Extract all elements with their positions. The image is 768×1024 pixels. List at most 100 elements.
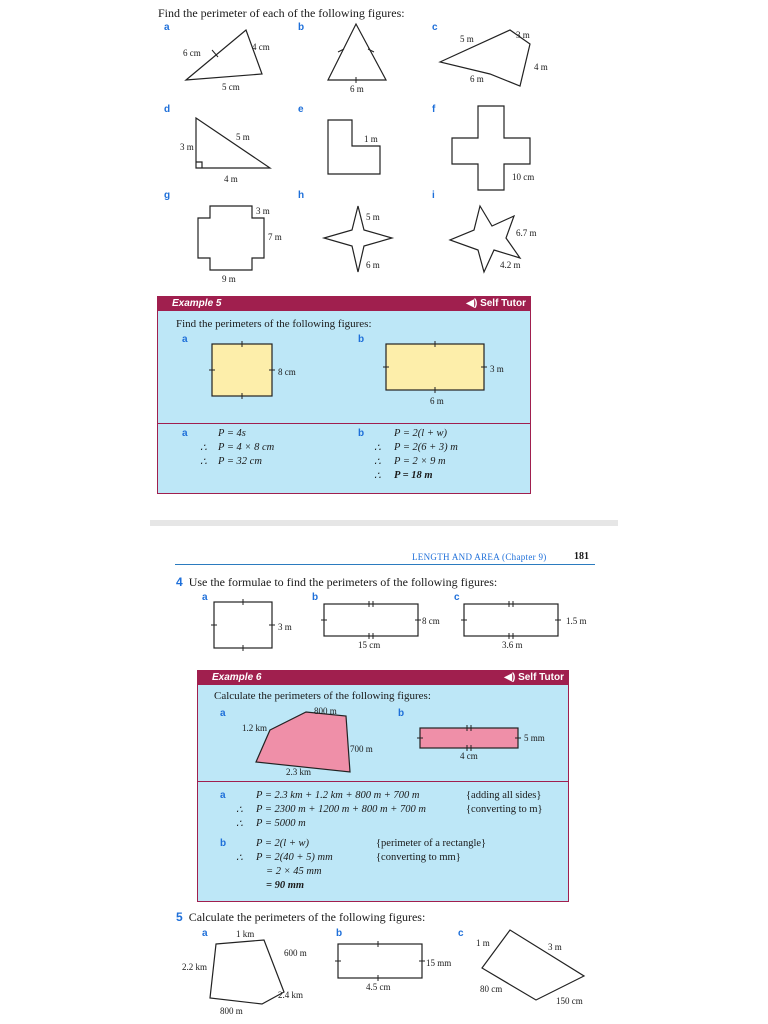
- therefore-symbol: ∴: [236, 853, 243, 864]
- ex5-fig-b-base: 6 m: [430, 396, 444, 406]
- q5-a-base: 800 m: [220, 1006, 243, 1016]
- q5-label-c: c: [458, 928, 464, 939]
- fig-g-side: 7 m: [268, 232, 282, 242]
- ex5-fig-a-side: 8 cm: [278, 367, 296, 377]
- page-separator: [150, 520, 618, 526]
- ex5-sol-b-2: P = 2(6 + 3) m: [394, 442, 458, 453]
- ex6-sol-a-1: P = 2.3 km + 1.2 km + 800 m + 700 m: [256, 790, 420, 801]
- ex6-b-side: 5 mm: [524, 733, 545, 743]
- q5-a-br: 2.4 km: [278, 990, 304, 1000]
- example-6-divider: [198, 781, 568, 782]
- ex6-sol-label-a: a: [220, 790, 226, 801]
- fig-f-side: 10 cm: [512, 172, 535, 182]
- ex5-label-b: b: [358, 334, 365, 345]
- fig-d-base: 4 m: [224, 174, 238, 184]
- q4-a-side: 3 m: [278, 622, 292, 632]
- ex5-sol-label-a: a: [182, 428, 188, 439]
- q5-number: 5: [176, 910, 183, 924]
- q5-c-bl: 80 cm: [480, 984, 503, 994]
- fig-h-bottom: 6 m: [366, 260, 380, 270]
- q5-a-right: 600 m: [284, 948, 307, 958]
- q5-b-base: 4.5 cm: [366, 982, 391, 992]
- example-5-prompt: Find the perimeters of the following fig…: [176, 318, 372, 330]
- ex6-sol-a-note-1: {adding all sides}: [466, 790, 542, 801]
- q4-b-base: 15 cm: [358, 640, 381, 650]
- ex6-a-right: 700 m: [350, 744, 373, 754]
- fig-e-side: 1 m: [364, 134, 378, 144]
- q5-c-br: 150 cm: [556, 996, 583, 1006]
- therefore-symbol: ∴: [236, 805, 243, 816]
- q4-label-c: c: [454, 592, 460, 603]
- ex6-sol-b-1: P = 2(l + w): [256, 838, 310, 849]
- q4-text-row: 4 Use the formulae to find the perimeter…: [176, 575, 497, 590]
- example-6-box: Example 6 ◀) Self Tutor: [197, 670, 569, 902]
- q4-c-side: 1.5 m: [566, 616, 587, 626]
- q5-label-a: a: [202, 928, 208, 939]
- question-text: Find the perimeter of each of the follow…: [158, 6, 405, 20]
- label-a: a: [164, 22, 170, 33]
- therefore-symbol: ∴: [374, 443, 381, 454]
- ex5-sol-b-4: P = 18 m: [394, 470, 433, 481]
- ex6-label-a: a: [220, 708, 226, 719]
- ex6-sol-b-3: = 2 × 45 mm: [266, 866, 322, 877]
- therefore-symbol: ∴: [374, 457, 381, 468]
- ex6-sol-b-4: = 90 mm: [266, 880, 305, 891]
- fig-d-left: 3 m: [180, 142, 194, 152]
- ex5-fig-b-side: 3 m: [490, 364, 504, 374]
- fig-h-top: 5 m: [366, 212, 380, 222]
- q4-c-base: 3.6 m: [502, 640, 523, 650]
- ex6-sol-b-2: P = 2(40 + 5) mm: [256, 852, 333, 863]
- ex6-a-base: 2.3 km: [286, 767, 312, 777]
- q5-c-tr: 3 m: [548, 942, 562, 952]
- q5-b-side: 15 mm: [426, 958, 452, 968]
- self-tutor-button[interactable]: ◀) Self Tutor: [504, 672, 564, 683]
- q4-b-side: 8 cm: [422, 616, 440, 626]
- page-number: 181: [574, 551, 589, 562]
- fig-b-base: 6 m: [350, 84, 364, 94]
- label-g: g: [164, 190, 171, 201]
- example-5-title: Example 5: [172, 298, 222, 309]
- ex5-sol-label-b: b: [358, 428, 365, 439]
- example-6-prompt: Calculate the perimeters of the followin…: [214, 690, 431, 702]
- ex6-sol-a-3: P = 5000 m: [256, 818, 306, 829]
- example-6-header: Example 6 ◀) Self Tutor: [198, 671, 568, 685]
- fig-c-corner: 3 m: [516, 30, 530, 40]
- label-b: b: [298, 22, 305, 33]
- ex6-sol-a-note-2: {converting to m}: [466, 804, 543, 815]
- ex6-sol-b-note-2: {converting to mm}: [376, 852, 461, 863]
- label-i: i: [432, 190, 435, 201]
- fig-a-base: 5 cm: [222, 82, 240, 92]
- fig-g-base: 9 m: [222, 274, 236, 284]
- fig-i-bottom: 4.2 m: [500, 260, 521, 270]
- fig-a-side1: 6 cm: [183, 48, 201, 58]
- ex5-sol-a-1: P = 4s: [218, 428, 246, 439]
- self-tutor-label: Self Tutor: [480, 298, 526, 309]
- label-f: f: [432, 104, 436, 115]
- ex6-label-b: b: [398, 708, 405, 719]
- label-d: d: [164, 104, 171, 115]
- therefore-symbol: ∴: [236, 819, 243, 830]
- fig-c-base: 6 m: [470, 74, 484, 84]
- q4-label-b: b: [312, 592, 319, 603]
- q5-text: Calculate the perimeters of the followin…: [188, 910, 426, 924]
- ex5-sol-a-3: P = 32 cm: [218, 456, 262, 467]
- fig-c-top: 5 m: [460, 34, 474, 44]
- ex6-sol-label-b: b: [220, 838, 227, 849]
- self-tutor-button[interactable]: ◀) Self Tutor: [466, 298, 526, 309]
- example-5-divider: [158, 423, 530, 424]
- fig-g-corner: 3 m: [256, 206, 270, 216]
- ex6-sol-b-note-1: {perimeter of a rectangle}: [376, 838, 487, 849]
- label-c: c: [432, 22, 438, 33]
- q5-c-tl: 1 m: [476, 938, 490, 948]
- q4-text: Use the formulae to find the perimeters …: [188, 575, 498, 589]
- q5-text-row: 5 Calculate the perimeters of the follow…: [176, 910, 425, 925]
- fig-i-right: 6.7 m: [516, 228, 537, 238]
- example-5-header: Example 5 ◀) Self Tutor: [158, 297, 530, 311]
- therefore-symbol: ∴: [200, 457, 207, 468]
- example-5-box: Example 5 ◀) Self Tutor: [157, 296, 531, 494]
